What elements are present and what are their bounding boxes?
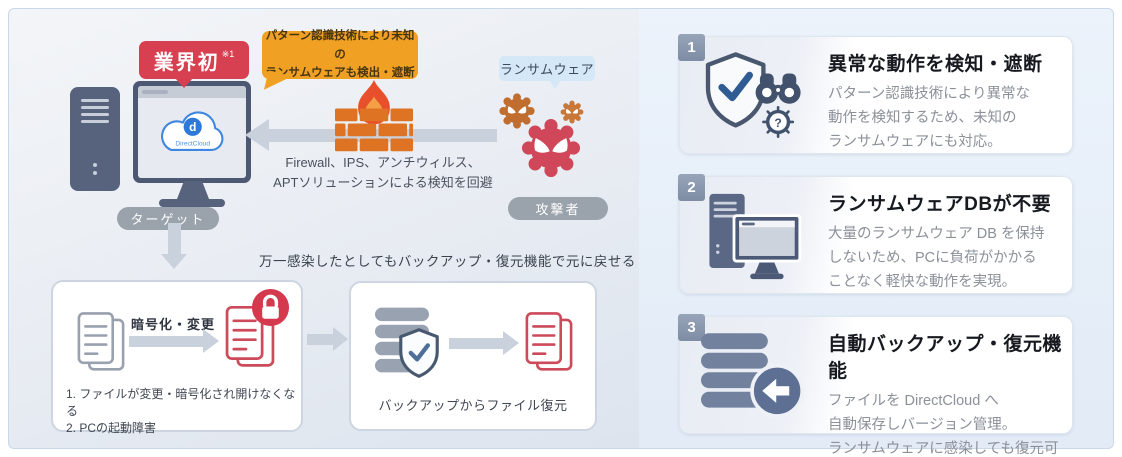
card-number-badge: 3 [678, 314, 705, 341]
shield-detect-icon: ? [694, 51, 812, 141]
firewall-caption: Firewall、IPS、アンチウィルス、 APTソリューションによる検知を回避 [273, 155, 493, 191]
attacker-pill: 攻撃者 [508, 197, 608, 220]
cloud-logo-text: DirectCloud [175, 141, 210, 148]
browser-bar [138, 86, 246, 98]
shield-check-icon [397, 327, 441, 379]
recovery-note: 万一感染したとしてもバックアップ・復元機能で元に戻せる [259, 254, 636, 269]
target-pill: ターゲット [117, 207, 219, 230]
boxes-arrow-shaft [307, 334, 333, 345]
ransomware-virus-icon [515, 115, 587, 181]
tower-vent-line [81, 106, 109, 109]
tower-vent-line [81, 120, 109, 123]
database-restore-icon [694, 331, 812, 421]
pattern-recognition-callout: パターン認識技術により未知の ランサムウェアも検出・遮断 [262, 30, 418, 79]
svg-text:?: ? [774, 116, 781, 130]
card-number-badge: 2 [678, 174, 705, 201]
encrypt-arrow-shaft [129, 336, 203, 347]
tower-vent-line [81, 99, 109, 102]
feature-card-2: 2 ランサムウェアDBが不要 大量のランサムウェア DB を保持 しないため、P… [678, 174, 1073, 294]
pc-icon [694, 191, 812, 281]
down-arrow-head [161, 254, 187, 269]
browser-address-pill [142, 90, 168, 94]
feature-title: ランサムウェアDBが不要 [828, 194, 1052, 215]
feature-body: 大量のランサムウェア DB を保持 しないため、PCに負荷がかかる ことなく軽快… [828, 226, 1045, 290]
feature-title: 自動バックアップ・復元機能 [828, 334, 1063, 382]
card-number-badge: 1 [678, 34, 705, 61]
documents-icon [75, 305, 127, 379]
monitor-icon: d DirectCloud [133, 81, 251, 183]
industry-first-note: ※1 [221, 48, 235, 59]
backup-box: バックアップからファイル復元 [349, 281, 597, 431]
feature-title: 異常な動作を検知・遮断 [828, 54, 1043, 75]
monitor-screen: d DirectCloud [138, 86, 246, 178]
feature-card-3: 3 自動バックアップ・復元機能 ファイルを DirectCloud へ 自動保存… [678, 314, 1073, 457]
virus-icon [497, 91, 537, 131]
feature-body: ファイルを DirectCloud へ 自動保存しバージョン管理。 ランサムウェ… [828, 393, 1059, 457]
directcloud-logo: d DirectCloud [150, 102, 234, 164]
attack-diagram-panel: d DirectCloud 業界初 ※1 パターン認識技術により未知の ランサム… [9, 9, 639, 448]
monitor-stand [177, 181, 209, 199]
cloud-logo-letter: d [189, 120, 196, 134]
industry-first-badge: 業界初 ※1 [139, 41, 249, 88]
backup-box-caption: バックアップからファイル復元 [378, 398, 568, 413]
restore-arrow-head [503, 331, 519, 355]
tower-vent-line [81, 113, 109, 116]
infection-box: 暗号化・変更 1. ファイ [51, 280, 303, 435]
ransomware-label: ランサムウェア [499, 56, 595, 89]
boxes-arrow-head [333, 327, 348, 351]
outer-frame: d DirectCloud 業界初 ※1 パターン認識技術により未知の ランサム… [8, 8, 1114, 457]
feature-card-1: 1 ? 異常な動作を検知・遮断 [678, 34, 1073, 154]
infection-issues-list: 1. ファイルが変更・暗号化され開けなくなる 2. PCの起動障害 [66, 387, 296, 435]
encrypted-documents-icon [223, 298, 277, 376]
industry-first-label: 業界初 [153, 51, 220, 74]
pc-tower-icon [70, 87, 120, 191]
lock-icon [251, 288, 290, 327]
virus-icon [559, 99, 585, 125]
firewall-icon [335, 77, 413, 155]
encrypt-arrow-head [203, 329, 219, 353]
encrypt-change-label: 暗号化・変更 [131, 317, 216, 332]
attack-arrow-head [245, 119, 269, 151]
tower-button [93, 163, 97, 167]
restored-documents-icon [523, 307, 575, 377]
down-arrow-shaft [168, 223, 181, 254]
restore-arrow-shaft [449, 338, 503, 349]
feature-body: パターン認識技術により異常な 動作を検知するため、未知の ランサムウェアにも対応… [828, 86, 1030, 150]
monitor-base [159, 199, 225, 207]
tower-button [93, 171, 97, 175]
